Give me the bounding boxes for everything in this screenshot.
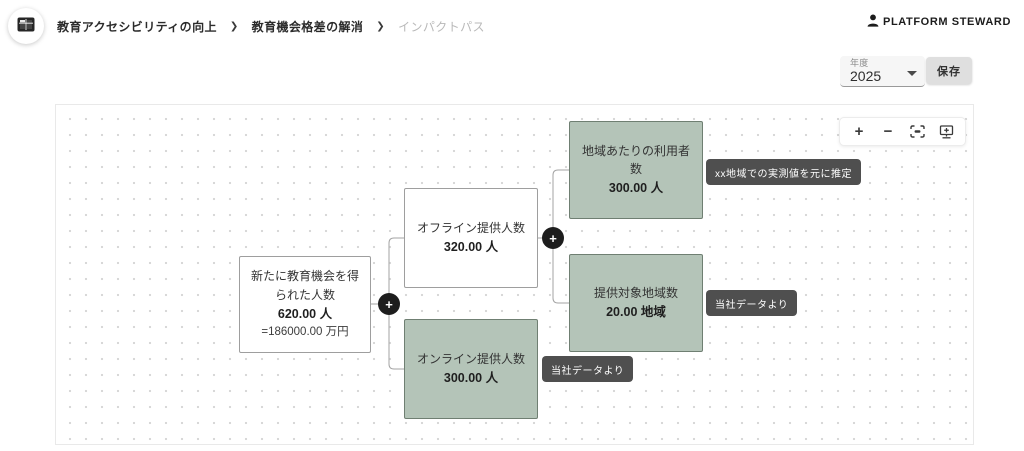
- user-menu[interactable]: PLATFORM STEWARD: [867, 14, 1011, 30]
- node-target-regions[interactable]: 提供対象地域数 20.00 地域: [569, 254, 703, 352]
- node-users-per-region[interactable]: 地域あたりの利用者数 300.00 人: [569, 121, 703, 219]
- node-offline-people[interactable]: オフライン提供人数 320.00 人: [404, 188, 538, 288]
- breadcrumb-item-impact-path: インパクトパス: [398, 19, 485, 34]
- node-value: 320.00 人: [443, 239, 499, 254]
- fit-view-icon: [909, 125, 925, 138]
- grid-logo-icon: [17, 17, 35, 35]
- year-select-value: 2025: [850, 67, 882, 84]
- app-logo-button[interactable]: [8, 8, 44, 44]
- breadcrumb: 教育アクセシビリティの向上 ❯ 教育機会格差の解消 ❯ インパクトパス: [57, 0, 485, 52]
- source-tag-users-per-region: xx地域での実測値を元に推定: [706, 159, 861, 185]
- operator-plus-icon[interactable]: +: [542, 227, 564, 249]
- chevron-right-icon: ❯: [229, 20, 239, 32]
- screen-add-button[interactable]: [938, 124, 954, 140]
- node-value: 300.00 人: [608, 180, 664, 195]
- node-title: オフライン提供人数: [416, 221, 525, 236]
- user-name-label: PLATFORM STEWARD: [883, 16, 1011, 28]
- node-title: 地域あたりの利用者数: [581, 143, 690, 177]
- impact-path-canvas[interactable]: 新たに教育機会を得られた人数 620.00 人 =186000.00 万円 オフ…: [55, 104, 974, 445]
- node-online-people[interactable]: オンライン提供人数 300.00 人: [404, 319, 538, 419]
- canvas-controls: + −: [839, 117, 966, 146]
- year-select[interactable]: 年度 2025: [840, 56, 925, 87]
- zoom-out-button[interactable]: −: [880, 124, 896, 140]
- caret-down-icon: [907, 71, 917, 76]
- breadcrumb-item-outcome[interactable]: 教育機会格差の解消: [251, 19, 364, 34]
- screen-add-icon: [939, 124, 954, 139]
- save-button[interactable]: 保存: [926, 57, 972, 84]
- node-title: 提供対象地域数: [593, 286, 678, 301]
- node-new-opportunity-people[interactable]: 新たに教育機会を得られた人数 620.00 人 =186000.00 万円: [239, 256, 371, 353]
- node-value: 620.00 人: [277, 306, 333, 321]
- node-title: オンライン提供人数: [416, 352, 525, 367]
- chevron-right-icon: ❯: [376, 20, 386, 32]
- node-value: 300.00 人: [443, 370, 499, 385]
- fit-view-button[interactable]: [909, 124, 925, 140]
- source-tag-online: 当社データより: [542, 356, 634, 382]
- zoom-in-button[interactable]: +: [851, 124, 867, 140]
- node-title: 新たに教育機会を得られた人数: [250, 269, 359, 302]
- source-tag-target-regions: 当社データより: [706, 290, 798, 316]
- breadcrumb-item-program[interactable]: 教育アクセシビリティの向上: [57, 19, 217, 34]
- operator-plus-icon[interactable]: +: [378, 293, 400, 315]
- person-icon: [867, 14, 879, 30]
- node-value: 20.00 地域: [606, 304, 666, 319]
- node-subvalue: =186000.00 万円: [261, 325, 349, 338]
- year-select-label: 年度: [850, 57, 869, 68]
